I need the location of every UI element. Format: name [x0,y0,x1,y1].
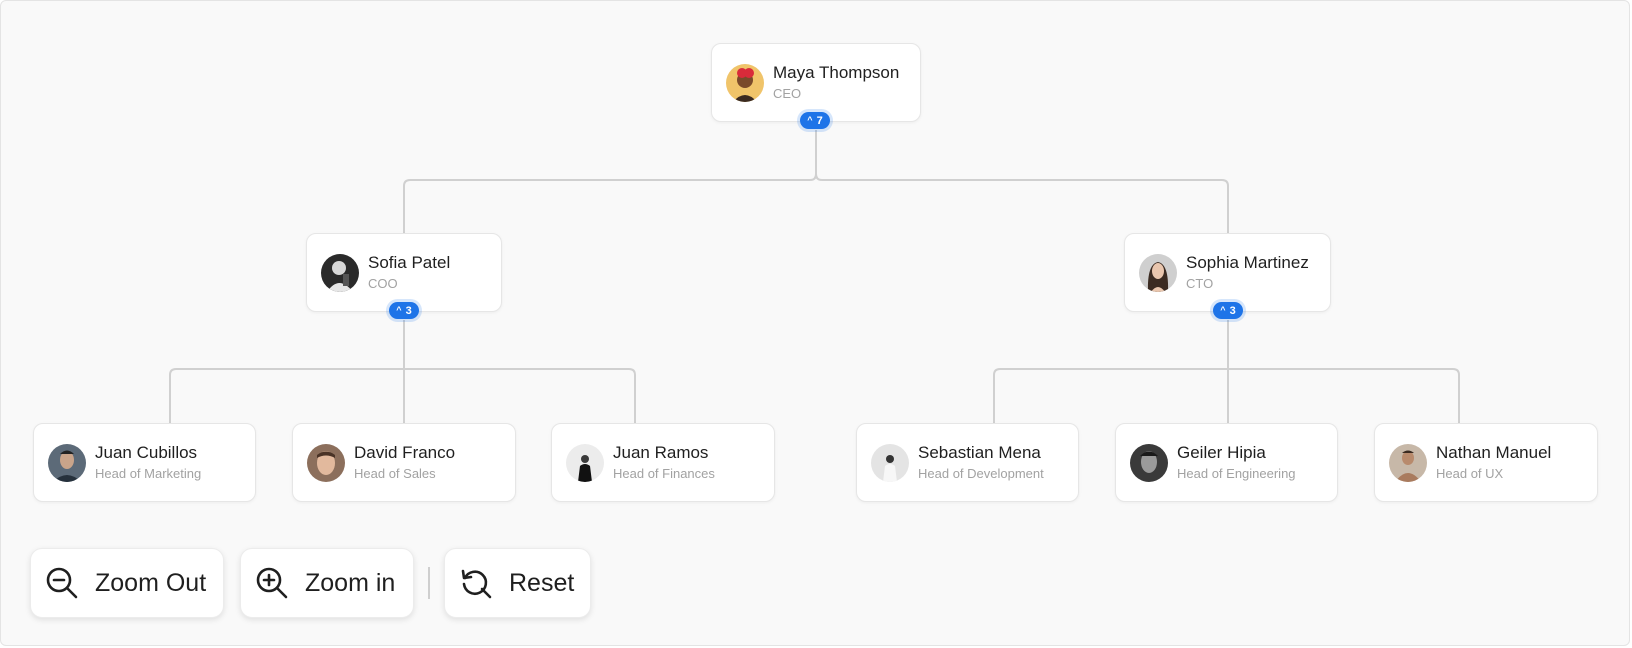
zoom-out-label: Zoom Out [95,568,207,597]
reports-count: 3 [405,304,412,317]
zoom-in-label: Zoom in [305,568,396,597]
expand-reports-badge-cto[interactable]: ^ 3 [1213,302,1243,319]
node-role: CTO [1186,276,1214,291]
expand-reports-badge-ceo[interactable]: ^ 7 [800,112,830,129]
avatar-sebastian-mena-icon [871,443,909,482]
org-node-head-finances[interactable]: Juan Ramos Head of Finances [551,423,775,502]
org-node-head-ux[interactable]: Nathan Manuel Head of UX [1374,423,1598,502]
avatar-juan-cubillos-icon [48,443,86,482]
reports-count: 7 [816,114,823,127]
org-node-coo[interactable]: Sofia Patel COO [306,233,502,312]
zoom-in-button[interactable]: Zoom in [240,548,414,618]
avatar-sofia-icon [321,253,359,292]
reset-icon [461,569,492,599]
org-node-cto[interactable]: Sophia Martinez CTO [1124,233,1331,312]
node-role: Head of Finances [613,466,715,481]
toolbar-divider [428,567,430,599]
node-name: Geiler Hipia [1177,443,1266,462]
zoom-out-button[interactable]: Zoom Out [30,548,224,618]
expand-reports-badge-coo[interactable]: ^ 3 [389,302,419,319]
node-role: Head of Development [918,466,1044,481]
node-role: Head of Engineering [1177,466,1296,481]
avatar-nathan-manuel-icon [1389,443,1427,482]
node-name: David Franco [354,443,456,462]
chevron-up-icon: ^ [807,114,813,125]
avatar-sophia-icon [1139,253,1177,292]
node-name: Juan Ramos [613,443,709,462]
reset-label: Reset [509,568,575,597]
node-name: Sofia Patel [368,253,451,272]
avatar-juan-ramos-icon [566,443,604,482]
reset-button[interactable]: Reset [444,548,591,618]
avatar-maya-icon [726,63,764,102]
chevron-up-icon: ^ [396,304,402,315]
node-role: COO [368,276,398,291]
org-node-ceo[interactable]: Maya Thompson CEO [711,43,921,122]
node-role: Head of Marketing [95,466,202,481]
zoom-in-icon [256,567,288,599]
zoom-out-icon [46,567,78,599]
chevron-up-icon: ^ [1220,304,1226,315]
reports-count: 3 [1229,304,1236,317]
node-name: Sophia Martinez [1186,253,1309,272]
org-node-head-marketing[interactable]: Juan Cubillos Head of Marketing [33,423,256,502]
node-name: Nathan Manuel [1436,443,1552,462]
node-name: Maya Thompson [773,63,900,82]
node-role: Head of Sales [354,466,436,481]
org-node-head-sales[interactable]: David Franco Head of Sales [292,423,516,502]
avatar-david-franco-icon [307,443,345,482]
node-role: Head of UX [1436,466,1504,481]
node-name: Juan Cubillos [95,443,198,462]
node-role: CEO [773,86,802,101]
node-name: Sebastian Mena [918,443,1041,462]
org-node-head-development[interactable]: Sebastian Mena Head of Development [856,423,1079,502]
avatar-geiler-hipia-icon [1130,443,1168,482]
org-node-head-engineering[interactable]: Geiler Hipia Head of Engineering [1115,423,1338,502]
